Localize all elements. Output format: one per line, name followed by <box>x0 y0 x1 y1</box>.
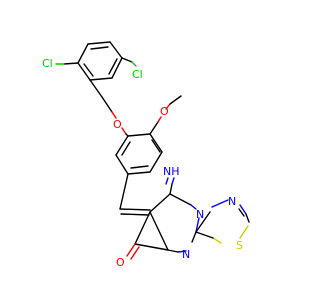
molecule-canvas: Cl Cl O O NH N N S N O <box>42 41 250 269</box>
bond-ome-red <box>157 116 162 123</box>
bond-ome-ch3 <box>169 95 182 105</box>
bond-ring-ch <box>119 173 129 210</box>
bond-co-red <box>126 243 136 257</box>
ring-nitrogen-bottom-label: N <box>182 248 190 261</box>
bond-ch2-o <box>101 96 113 113</box>
cl-left-label: Cl <box>42 57 53 70</box>
bond-co-n <box>134 243 169 251</box>
ring-nitrogen-top-label: N <box>196 208 204 221</box>
dichlorophenyl-ring <box>77 41 123 81</box>
bond-ch-c-double <box>120 213 150 216</box>
pyrimidinone-ring <box>149 193 200 253</box>
bond-ring-ome <box>149 121 159 135</box>
imine-nh-label: NH <box>163 165 180 178</box>
bond-imine-red <box>171 177 175 185</box>
bond-c-co <box>134 211 151 245</box>
carbonyl-oxygen-label: O <box>116 256 125 269</box>
bond-c-cl-left <box>63 62 79 65</box>
bond-cl-right <box>131 61 137 67</box>
bond-co-double <box>130 246 140 260</box>
bond-ome-ch3-red <box>165 103 171 110</box>
thiadiazole-nitrogen-label: N <box>228 195 236 208</box>
bond-c-imine <box>169 183 173 195</box>
ether-oxygen-label: O <box>113 118 122 131</box>
bond-c-cl-right <box>121 57 133 63</box>
sulfur-label: S <box>236 239 243 252</box>
methoxyphenyl-ring <box>115 133 163 175</box>
thiadiazole-ring <box>195 199 250 244</box>
bond-ch2-top <box>89 79 103 98</box>
molecule-structure: Cl Cl O O NH N N S N O <box>42 41 250 269</box>
bond-imine-double <box>165 177 169 185</box>
bond-ch2-o-red <box>111 111 117 119</box>
bond-ch-c <box>119 208 151 211</box>
methoxy-oxygen-label: O <box>160 105 169 118</box>
bond-o-ring-red <box>121 127 127 135</box>
cl-right-label: Cl <box>132 68 143 81</box>
